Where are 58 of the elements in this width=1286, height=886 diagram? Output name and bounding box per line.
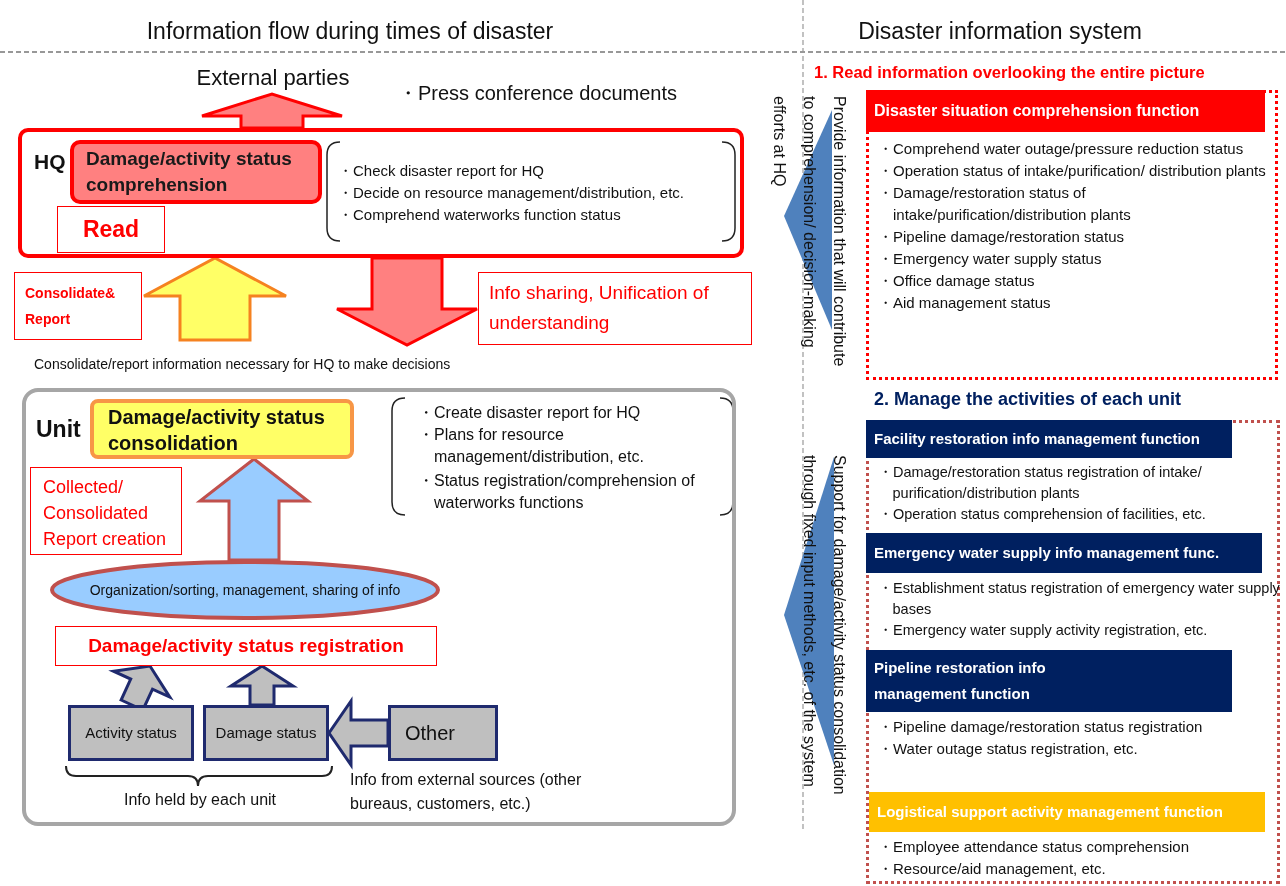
bullet-text: ・Pipeline damage/restoration status [878, 227, 1125, 247]
panel-heading: HQ [34, 149, 66, 175]
bullet-text: ・Employee attendance status comprehension [878, 837, 1190, 857]
function-bar: Emergency water supply info management func. [866, 533, 1262, 573]
panel-heading: Unit [36, 415, 81, 444]
column-heading: Disaster information system [857, 17, 1143, 46]
bullet-text: ・Damage/restoration status registration of intake/ purification/distribution plants [878, 463, 1203, 503]
bullet-text: ・Aid management status [878, 293, 1052, 313]
caption-text: Info held by each unit [122, 790, 278, 810]
bullet-text: ・Office damage status [878, 271, 1036, 291]
function-bar: Disaster situation comprehension function [866, 90, 1265, 132]
block-arrow [200, 92, 344, 130]
status-box: Damage/activity status consolidation [90, 399, 354, 459]
bullet-text: ・Comprehend waterworks function status [338, 205, 622, 225]
triangle-pointer: Support for damage/activity status consolidation through fixed input methods, etc. of the system [762, 455, 854, 795]
hq-panel [18, 128, 744, 258]
block-arrow [225, 664, 299, 707]
document-box: Activity status [68, 705, 194, 761]
bullet-text: ・Water outage status registration, etc. [878, 739, 1139, 759]
function-bar: Logistical support activity management function [869, 792, 1265, 832]
column-heading: Information flow during times of disaster [145, 17, 555, 46]
bullet-text: ・Check disaster report for HQ [338, 161, 545, 181]
bullet-text: ・Emergency water supply activity registration, etc. [878, 621, 1209, 640]
bullet-text: ・Damage/restoration status of intake/purification/distribution plants [878, 183, 1132, 225]
registration-box: Damage/activity status registration [55, 626, 437, 666]
note-box: Info sharing, Unification of understanding [478, 272, 752, 345]
bullet-text: ・Press conference documents [398, 81, 679, 106]
section-heading: 1. Read information overlooking the entire picture [814, 62, 1205, 83]
action-box: Read [57, 206, 165, 253]
info-ellipse: Organization/sorting, management, sharing of info [50, 560, 440, 620]
section-heading: 2. Manage the activities of each unit [874, 388, 1182, 411]
unit-panel [22, 388, 736, 826]
bullet-text: ・Plans for resource management/distribution, etc. [418, 425, 645, 467]
bullet-text: ・Operation status comprehension of facilities, etc. [878, 505, 1207, 524]
document-box: Other [388, 705, 498, 761]
action-box: Consolidate& Report [14, 272, 142, 340]
bullet-text: ・Pipeline damage/restoration status registration [878, 717, 1204, 737]
function-bar: Pipeline restoration info management function [866, 650, 1232, 712]
node-label: External parties [188, 62, 358, 94]
caption-text: Consolidate/report information necessary for HQ to make decisions [34, 355, 452, 374]
bullet-text: ・Establishment status registration of emergency water supply bases [878, 579, 1280, 619]
bullet-text: ・Decide on resource management/distribution, etc. [338, 183, 685, 203]
block-arrow [142, 256, 288, 342]
block-arrow [327, 696, 390, 770]
function-bar: Facility restoration info management function [866, 420, 1232, 458]
status-box: Damage/activity status comprehension [70, 140, 322, 204]
block-arrow [335, 256, 479, 347]
block-arrow [195, 457, 313, 562]
triangle-pointer: Provide information that will contribute to comprehension/ decision-making efforts at HQ [762, 96, 854, 372]
bullet-text: ・Operation status of intake/purification/ distribution plants [878, 161, 1267, 181]
bullet-text: ・Comprehend water outage/pressure reduction status [878, 139, 1245, 159]
bullet-text: ・Status registration/comprehension of waterworks functions [418, 471, 696, 513]
note-box: Collected/ Consolidated Report creation [30, 467, 182, 555]
caption-text: Info from external sources (other bureaus, customers, etc.) [350, 770, 583, 814]
document-box: Damage status [203, 705, 329, 761]
bullet-text: ・Resource/aid management, etc. [878, 859, 1107, 879]
bullet-text: ・Create disaster report for HQ [418, 403, 642, 423]
bullet-text: ・Emergency water supply status [878, 249, 1103, 269]
